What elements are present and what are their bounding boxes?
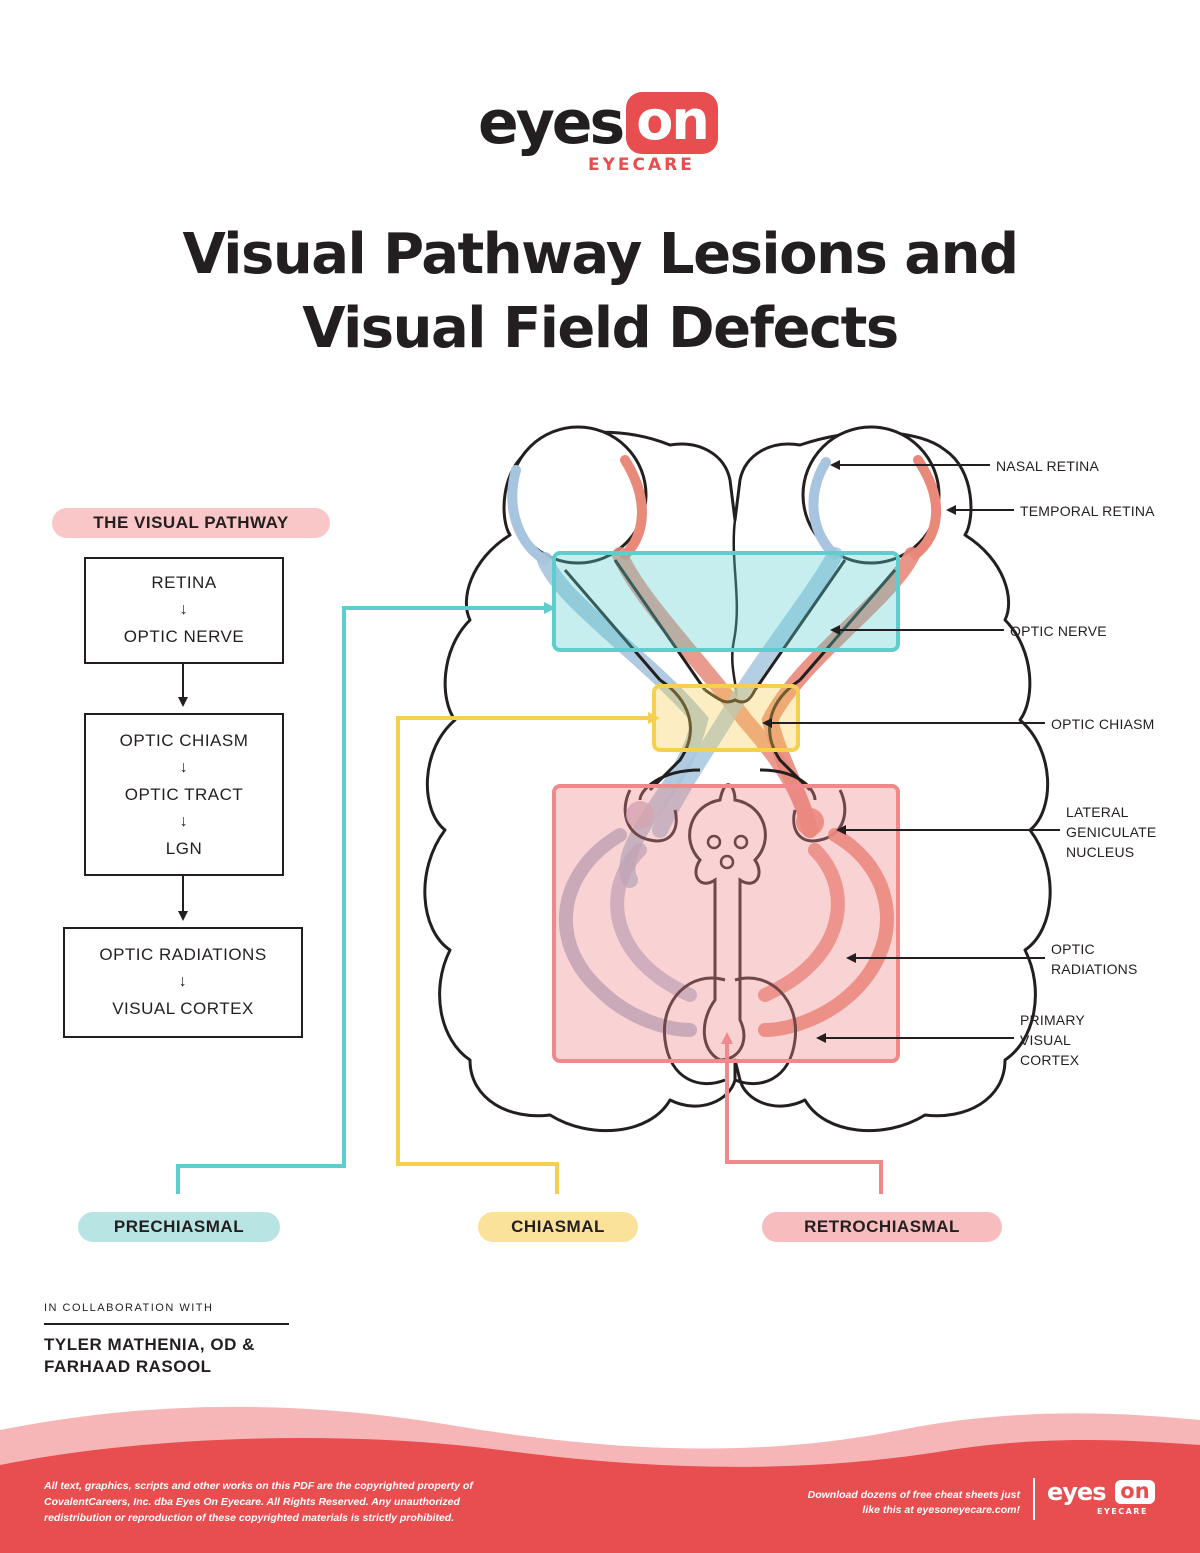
- logo-eyes-text: eyes: [478, 88, 625, 158]
- flow-arrow-down-icon: ↓: [178, 973, 188, 990]
- brain-outline: [423, 430, 1052, 1133]
- radiation-left-inner: [610, 843, 697, 1002]
- footer-logo-eyecare: EYECARE: [1097, 1507, 1148, 1516]
- optic-chiasm-arrow: [762, 718, 772, 728]
- footer-divider: [1033, 1478, 1035, 1520]
- category-prechiasmal: PRECHIASMAL: [78, 1212, 280, 1242]
- temporal-retina-arrow: [946, 505, 956, 515]
- flow-arrow-down-icon: ↓: [179, 813, 189, 830]
- footer-wave-front: [0, 1438, 1200, 1553]
- chiasmal-arrowhead: [648, 712, 660, 724]
- thalamus-right: [759, 768, 817, 801]
- radiation-right-inner: [758, 843, 845, 1002]
- prechiasmal-arrowhead: [544, 602, 556, 614]
- logo-on-badge: on: [626, 92, 718, 154]
- collab-caption: IN COLLABORATION WITH: [44, 1302, 214, 1314]
- chiasmal-connector: [396, 716, 650, 1194]
- retrochiasmal-arrowhead: [721, 1032, 733, 1044]
- copyright-notice: All text, graphics, scripts and other wo…: [44, 1480, 473, 1524]
- category-chiasmal: CHIASMAL: [478, 1212, 638, 1242]
- midbrain: [688, 783, 767, 1062]
- left-eye-temporal-retina: [507, 465, 550, 565]
- page-title: Visual Pathway Lesions and Visual Field …: [0, 218, 1200, 366]
- left-optic-nerve-outline: [563, 559, 707, 691]
- midbrain-circle-3: [719, 854, 735, 870]
- brand-logo: eyes on EYECARE: [478, 88, 728, 178]
- title-line-2: Visual Field Defects: [302, 296, 899, 361]
- collab-authors: TYLER MATHENIA, OD & FARHAAD RASOOL: [44, 1334, 255, 1378]
- footer-logo-on: on: [1115, 1480, 1155, 1504]
- label-temporal-retina: TEMPORAL RETINA: [1020, 503, 1155, 519]
- midbrain-circle-1: [706, 834, 722, 850]
- lgn-left-fill: [626, 801, 654, 829]
- prechiasmal-connector: [176, 606, 546, 1194]
- lgn-left: [623, 789, 678, 843]
- collab-author-2: FARHAAD RASOOL: [44, 1357, 212, 1376]
- occipital-right: [734, 976, 798, 1086]
- radiation-left-outer: [559, 828, 697, 1037]
- collab-author-1: TYLER MATHENIA, OD &: [44, 1335, 255, 1354]
- occipital-left: [662, 976, 726, 1086]
- right-eye-nasal-retina: [808, 457, 840, 560]
- radiations-arrow: [846, 953, 856, 963]
- flow-item-optic-tract: OPTIC TRACT: [124, 785, 244, 804]
- footer-logo-eyes: eyes: [1047, 1478, 1106, 1506]
- flow-item-optic-nerve: OPTIC NERVE: [123, 627, 245, 646]
- radiation-right-outer: [758, 828, 894, 1037]
- collab-divider: [44, 1323, 289, 1325]
- flow-box-radiations-cortex: OPTIC RADIATIONS ↓ VISUAL CORTEX: [63, 927, 303, 1038]
- label-lgn: LATERAL GENICULATE NUCLEUS: [1066, 804, 1157, 860]
- left-eye-nasal-retina: [620, 455, 647, 560]
- flow-box-retina-nerve: RETINA ↓ OPTIC NERVE: [84, 557, 284, 664]
- label-nasal-retina: NASAL RETINA: [996, 458, 1100, 474]
- flow-item-lgn: LGN: [165, 839, 203, 858]
- title-line-1: Visual Pathway Lesions and: [182, 222, 1019, 287]
- label-optic-chiasm: OPTIC CHIASM: [1051, 716, 1155, 732]
- flow-item-optic-chiasm: OPTIC CHIASM: [119, 731, 249, 750]
- flow-arrow-down-icon: ↓: [179, 759, 189, 776]
- retrochiasmal-zone: [552, 784, 900, 1063]
- flow-item-optic-radiations: OPTIC RADIATIONS: [99, 945, 267, 964]
- midbrain-circle-2: [733, 834, 749, 850]
- lgn-right-fill: [796, 808, 824, 836]
- prechiasmal-zone: [552, 551, 900, 652]
- flow-arrow-down-icon: ↓: [179, 601, 189, 618]
- chiasmal-zone: [652, 684, 800, 752]
- optic-nerve-arrow: [830, 625, 840, 635]
- flow-item-visual-cortex: VISUAL CORTEX: [112, 999, 254, 1018]
- flow-box-chiasm-tract-lgn: OPTIC CHIASM ↓ OPTIC TRACT ↓ LGN: [84, 713, 284, 876]
- right-eye-temporal-retina: [910, 455, 942, 560]
- nasal-retina-arrow: [830, 460, 840, 470]
- label-optic-nerve: OPTIC NERVE: [1010, 623, 1107, 639]
- lgn-arrow: [836, 825, 846, 835]
- download-link-text[interactable]: Download dozens of free cheat sheets jus…: [807, 1489, 1020, 1516]
- footer-logo: eyes on EYECARE: [1047, 1478, 1167, 1522]
- logo-eyecare-text: EYECARE: [588, 155, 695, 175]
- flow-item-retina: RETINA: [151, 573, 217, 592]
- category-retrochiasmal: RETROCHIASMAL: [762, 1212, 1002, 1242]
- visual-pathway-heading: THE VISUAL PATHWAY: [52, 508, 330, 538]
- lgn-right: [792, 789, 847, 843]
- right-optic-nerve-outline: [753, 559, 897, 691]
- label-optic-radiations: OPTIC RADIATIONS: [1051, 941, 1138, 977]
- cortex-arrow: [816, 1033, 826, 1043]
- fiber-right-nasal: [652, 547, 843, 838]
- footer-wave: [0, 1406, 1200, 1553]
- thalamus-left: [638, 768, 701, 801]
- label-visual-cortex: PRIMARY VISUAL CORTEX: [1020, 1012, 1085, 1068]
- retrochiasmal-connector: [725, 1040, 883, 1194]
